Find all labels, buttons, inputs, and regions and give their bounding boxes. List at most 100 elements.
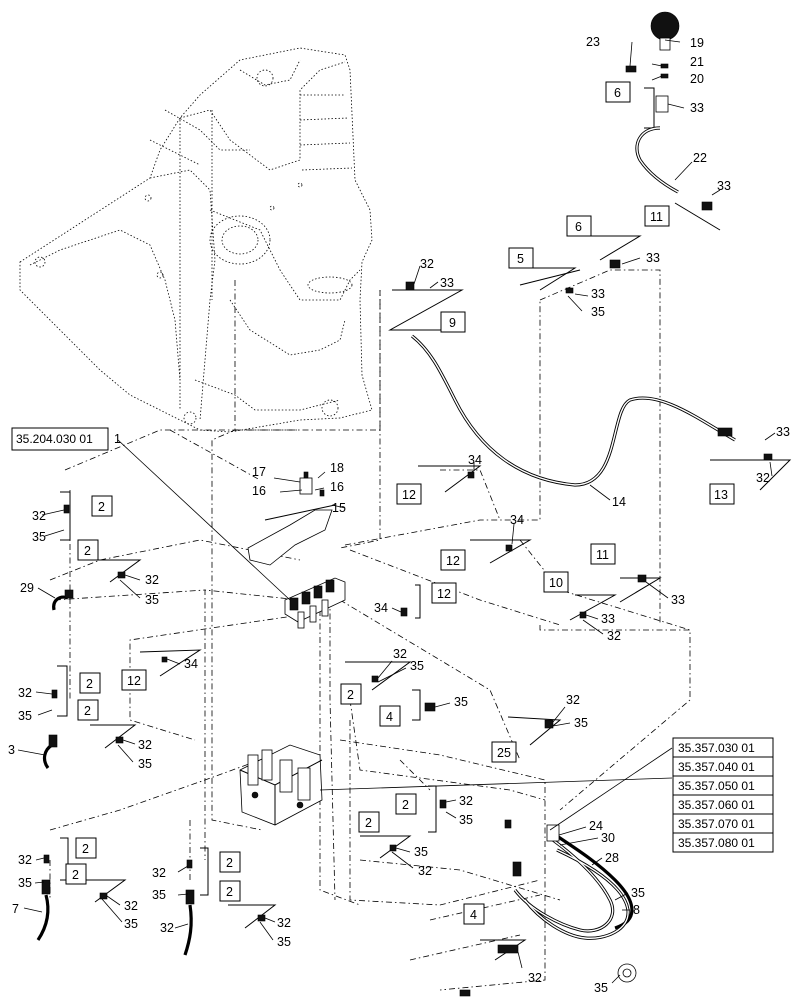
box-12-b: 12 bbox=[446, 554, 460, 568]
callout-23: 23 bbox=[586, 35, 600, 49]
callout-32-a: 32 bbox=[420, 257, 434, 271]
callout-35-a: 35 bbox=[591, 305, 605, 319]
box-6-b: 6 bbox=[575, 220, 582, 234]
callout-33-a: 33 bbox=[690, 101, 704, 115]
callout-27: 8 bbox=[633, 903, 640, 917]
callout-35-k: 35 bbox=[414, 845, 428, 859]
callout-32-k: 32 bbox=[18, 853, 32, 867]
callout-32-i: 32 bbox=[138, 738, 152, 752]
callout-33-g: 33 bbox=[671, 593, 685, 607]
box-2-h: 2 bbox=[82, 842, 89, 856]
accumulator-19 bbox=[650, 11, 680, 41]
callout-35-e: 35 bbox=[454, 695, 468, 709]
hose-22 bbox=[635, 126, 679, 194]
callout-26: 35 bbox=[631, 886, 645, 900]
callout-1: 1 bbox=[114, 432, 121, 446]
callout-21: 21 bbox=[690, 55, 704, 69]
callout-18: 18 bbox=[330, 461, 344, 475]
callout-19: 19 bbox=[690, 36, 704, 50]
callout-32-h: 32 bbox=[18, 686, 32, 700]
callout-35-c: 35 bbox=[145, 593, 159, 607]
callout-35-f: 35 bbox=[574, 716, 588, 730]
callout-16-b: 16 bbox=[330, 480, 344, 494]
box-11-b: 11 bbox=[596, 548, 609, 562]
callout-33-e: 33 bbox=[591, 287, 605, 301]
group-brackets bbox=[57, 87, 792, 961]
callout-20: 20 bbox=[690, 72, 704, 86]
callout-34-c: 34 bbox=[374, 601, 388, 615]
box-2-k: 2 bbox=[226, 885, 233, 899]
bracket-15 bbox=[247, 509, 333, 566]
ref-box-35204030 bbox=[11, 427, 109, 451]
callout-32-c: 32 bbox=[32, 509, 46, 523]
callout-35-o: 32 bbox=[528, 971, 542, 985]
reference-boxes: 35.204.030 01 35.357.030 01 35.357.040 0… bbox=[11, 427, 774, 853]
callout-32-n: 32 bbox=[124, 899, 138, 913]
ref-label-35204030: 35.204.030 01 bbox=[16, 432, 93, 446]
hose-7 bbox=[36, 894, 50, 941]
leader-lines bbox=[17, 39, 776, 984]
callout-34-d: 34 bbox=[184, 657, 198, 671]
box-12-d: 12 bbox=[127, 674, 141, 688]
callout-33-c: 33 bbox=[646, 251, 660, 265]
box-2-f: 2 bbox=[402, 798, 409, 812]
ref-label-35357040: 35.357.040 01 bbox=[678, 760, 755, 774]
valve-blocks bbox=[239, 577, 346, 826]
callout-14: 14 bbox=[612, 495, 626, 509]
ref-label-35357030: 35.357.030 01 bbox=[678, 741, 755, 755]
control-valve-1 bbox=[284, 577, 346, 629]
callout-35-i: 35 bbox=[459, 813, 473, 827]
box-2-g: 2 bbox=[365, 816, 372, 830]
callout-33-f: 33 bbox=[776, 425, 790, 439]
hose-bundle-3 bbox=[547, 828, 634, 930]
main-valve bbox=[239, 744, 323, 826]
box-11-a: 11 bbox=[650, 210, 663, 224]
hose-29 bbox=[52, 595, 69, 611]
group-number-boxes: 6 6 11 5 9 13 2 2 12 12 11 10 12 12 2 2 … bbox=[65, 81, 735, 925]
callout-32-g: 32 bbox=[566, 693, 580, 707]
callout-32-l: 32 bbox=[418, 864, 432, 878]
box-13: 13 bbox=[714, 488, 728, 502]
callout-32-e: 32 bbox=[607, 629, 621, 643]
box-4-a: 4 bbox=[386, 710, 393, 724]
callout-34-b: 34 bbox=[510, 513, 524, 527]
callout-32-d: 32 bbox=[145, 573, 159, 587]
callout-8: 32 bbox=[160, 921, 174, 935]
box-4-b: 4 bbox=[470, 908, 477, 922]
callout-35-j: 35 bbox=[18, 876, 32, 890]
loader-frame bbox=[19, 47, 373, 433]
callout-32-o: 32 bbox=[277, 916, 291, 930]
callout-35-m: 35 bbox=[124, 917, 138, 931]
box-12-c: 12 bbox=[437, 587, 451, 601]
ref-label-35357050: 35.357.050 01 bbox=[678, 779, 755, 793]
box-25: 25 bbox=[497, 746, 511, 760]
box-5: 5 bbox=[517, 252, 524, 266]
hose-8 bbox=[183, 904, 193, 956]
callout-28: 28 bbox=[605, 851, 619, 865]
hose-3 bbox=[42, 743, 53, 769]
callout-35-d: 35 bbox=[410, 659, 424, 673]
box-2-a: 2 bbox=[98, 500, 105, 514]
callout-30: 30 bbox=[601, 831, 615, 845]
ref-label-35357060: 35.357.060 01 bbox=[678, 798, 755, 812]
callout-32-j: 32 bbox=[459, 794, 473, 808]
box-2-d: 2 bbox=[84, 704, 91, 718]
callout-35-n: 35 bbox=[277, 935, 291, 949]
box-2-b: 2 bbox=[84, 544, 91, 558]
callout-numbers: 23 21 20 19 33 22 33 33 32 33 33 35 33 3… bbox=[8, 35, 790, 995]
ref-label-35357080: 35.357.080 01 bbox=[678, 836, 755, 850]
box-2-j: 2 bbox=[226, 856, 233, 870]
callout-15: 15 bbox=[332, 501, 346, 515]
callout-33-h: 33 bbox=[601, 612, 615, 626]
ref-label-35357070: 35.357.070 01 bbox=[678, 817, 755, 831]
box-2-i: 2 bbox=[72, 868, 79, 882]
callout-33-b: 33 bbox=[717, 179, 731, 193]
callout-29: 29 bbox=[20, 581, 34, 595]
callout-24: 24 bbox=[589, 819, 603, 833]
components bbox=[41, 11, 773, 997]
routing-lines bbox=[49, 269, 691, 991]
box-9: 9 bbox=[449, 316, 456, 330]
callout-16-a: 16 bbox=[252, 484, 266, 498]
